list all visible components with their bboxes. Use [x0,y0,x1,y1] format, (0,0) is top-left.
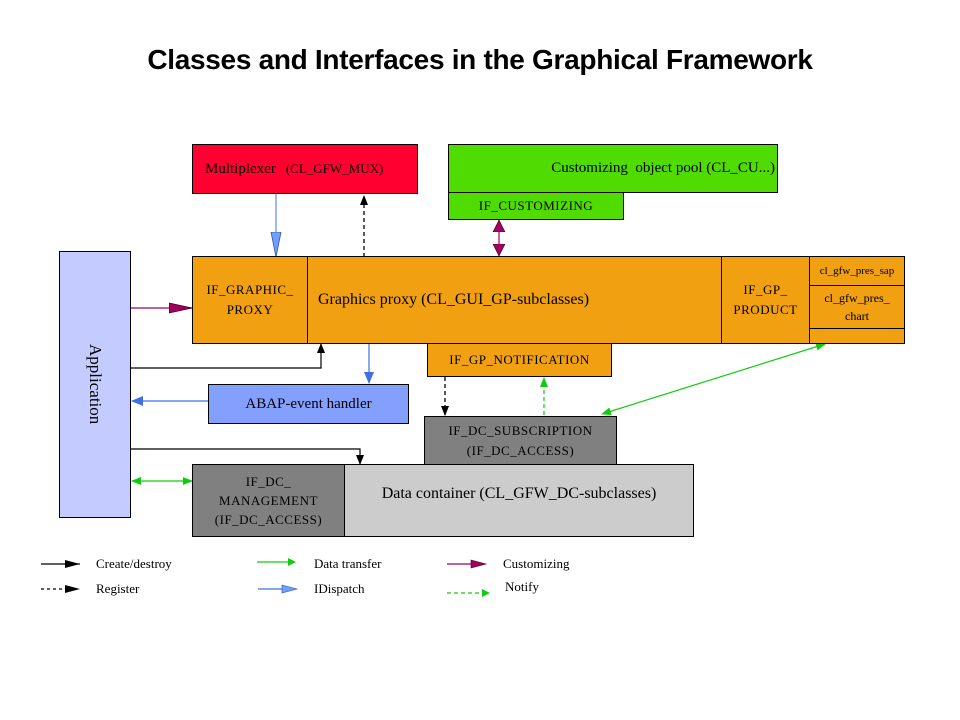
if-dc-management-box: IF_DC_ MANAGEMENT (IF_DC_ACCESS) [192,464,345,537]
cl-gfw-pres-chart-line1: cl_gfw_pres_ [824,291,890,305]
abap-event-handler-box: ABAP-event handler [208,384,409,424]
abap-event-handler-label: ABAP-event handler [245,395,372,412]
if-graphic-proxy-line1: IF_GRAPHIC_ [206,282,294,297]
legend-register: Register [96,581,140,596]
cl-gfw-pres-sap-label: cl_gfw_pres_sap [819,265,895,277]
if-gp-product-box: IF_GP_ PRODUCT [721,256,810,344]
if-dc-subscription-line2: (IF_DC_ACCESS) [466,443,575,458]
if-gp-product-line1: IF_GP_ [743,282,788,297]
cl-gfw-pres-chart-box: cl_gfw_pres_ chart [809,285,905,329]
application-box: Application [59,251,131,518]
legend-data-transfer: Data transfer [314,556,382,571]
if-graphic-proxy-line2: PROXY [226,302,274,317]
if-customizing-box: IF_CUSTOMIZING [448,192,624,220]
legend-arrowhead-register [65,585,80,593]
data-container-box: Data container (CL_GFW_DC-subclasses) [344,464,694,537]
legend-arrowhead-data-transfer [288,558,296,566]
legend-arrowhead-notify [482,589,490,597]
if-dc-management-line1: IF_DC_ [245,474,292,489]
create-app-to-dc [131,448,364,465]
data-container-label: Data container (CL_GFW_DC-subclasses) [381,485,657,502]
application-label: Application [86,344,105,425]
legend-idispatch: IDispatch [314,581,365,596]
graphics-proxy-box: Graphics proxy (CL_GUI_GP-subclasses) [307,256,722,344]
legend-notify: Notify [505,579,539,594]
multiplexer-box: Multiplexer (CL_GFW_MUX) [192,144,418,194]
if-dc-management-line2: MANAGEMENT [219,493,318,508]
diagram-title: Classes and Interfaces in the Graphical … [147,44,813,75]
if-dc-management-line3: (IF_DC_ACCESS) [214,512,323,527]
if-gp-notification-label: IF_GP_NOTIFICATION [449,352,590,367]
multiplexer-name: Multiplexer [205,160,276,177]
if-gp-notification-box: IF_GP_NOTIFICATION [427,343,612,377]
customizing-pool-box: Customizing object pool (CL_CU...) [448,144,778,193]
customizing-pool-label: Customizing object pool (CL_CU...) [551,160,775,176]
legend-arrowhead-create-destroy [65,560,80,568]
if-gp-product-line2: PRODUCT [733,302,798,317]
if-dc-subscription-line1: IF_DC_SUBSCRIPTION [448,423,593,438]
cl-gfw-pres-sap-box: cl_gfw_pres_sap [809,256,905,286]
legend-customizing: Customizing [503,556,570,571]
multiplexer-class: (CL_GFW_MUX) [285,161,384,176]
legend-arrowhead-idispatch [281,584,299,594]
legend-create-destroy: Create/destroy [96,556,172,571]
if-dc-subscription-box: IF_DC_SUBSCRIPTION (IF_DC_ACCESS) [424,416,617,466]
create-app-to-proxy [131,343,325,369]
if-customizing-label: IF_CUSTOMIZING [478,198,594,213]
graphics-proxy-label: Graphics proxy (CL_GUI_GP-subclasses) [318,291,590,308]
cl-gfw-pres-chart-line2: chart [845,309,869,323]
if-graphic-proxy-box: IF_GRAPHIC_ PROXY [192,256,308,344]
data-transfer-subscription-to-pres [601,342,826,416]
pres-empty-slot [809,328,905,344]
legend-arrowhead-customizing [470,559,488,569]
